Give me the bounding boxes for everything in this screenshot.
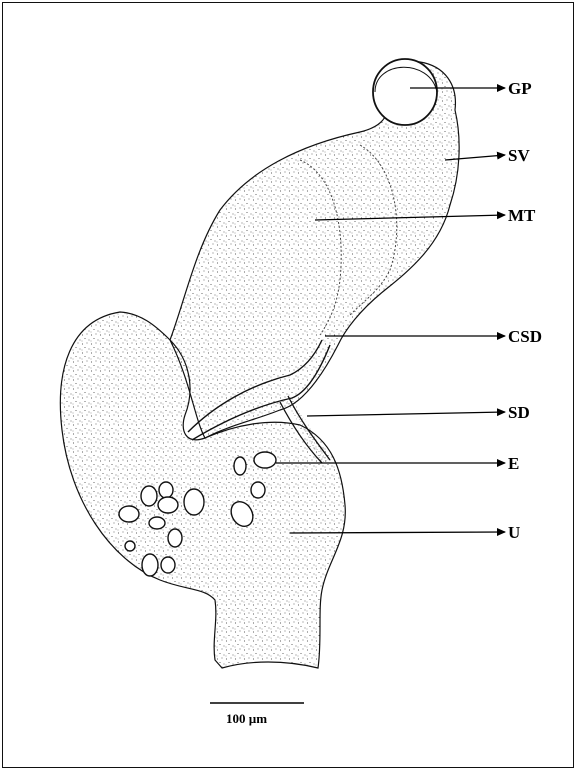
svg-text:E: E xyxy=(508,454,519,473)
svg-text:GP: GP xyxy=(508,79,532,98)
svg-text:100 µm: 100 µm xyxy=(226,711,267,726)
genital-pore xyxy=(373,59,437,125)
label-csd: CSD xyxy=(325,327,542,346)
svg-text:MT: MT xyxy=(508,206,536,225)
scale-bar: 100 µm xyxy=(210,703,304,726)
svg-text:SV: SV xyxy=(508,146,530,165)
label-sd: SD xyxy=(307,403,530,422)
svg-text:CSD: CSD xyxy=(508,327,542,346)
svg-text:U: U xyxy=(508,523,520,542)
svg-text:SD: SD xyxy=(508,403,530,422)
